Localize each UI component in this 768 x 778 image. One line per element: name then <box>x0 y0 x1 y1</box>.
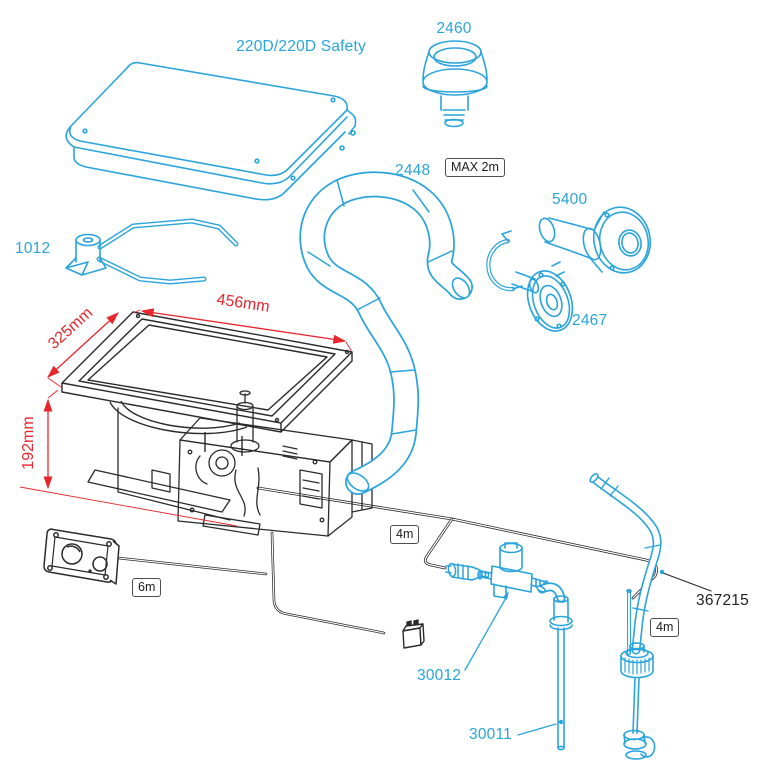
note-control-cable-length: 6m <box>132 578 162 598</box>
control-panel-drawing <box>43 528 120 585</box>
dimension-lines <box>19 308 353 527</box>
exhaust-flange-drawing <box>486 230 574 332</box>
fuse-holder-drawing <box>402 619 425 649</box>
fuel-filter-drawing <box>445 562 490 581</box>
through-hull-drawing <box>538 206 652 274</box>
pan-support-drawing <box>65 218 239 285</box>
leader-lines <box>464 569 712 736</box>
model-label: 220D/220D Safety <box>236 38 366 55</box>
part-label-fuel-pickup: 30011 <box>469 726 512 743</box>
part-label-solenoid-valve: 30012 <box>417 667 462 684</box>
exhaust-hose-drawing <box>299 171 473 495</box>
note-exhaust-max-length: MAX 2m <box>445 158 505 178</box>
part-label-exhaust-flange: 2467 <box>572 312 608 329</box>
part-label-fuel-hose-assembly: 367215 <box>696 592 749 609</box>
note-fuel-line-length: 4m <box>390 525 420 545</box>
fuel-line-drawing <box>256 486 659 600</box>
tank-connector-drawing <box>589 473 662 760</box>
part-label-burner-cap: 2460 <box>436 20 472 37</box>
part-label-pan-support: 1012 <box>15 240 51 257</box>
cooker-lid-drawing <box>65 61 357 201</box>
burner-unit-drawing <box>87 390 373 537</box>
burner-cap-drawing <box>422 40 488 128</box>
wiring-drawing <box>116 531 386 635</box>
part-label-through-hull: 5400 <box>552 191 588 208</box>
cooktop-drawing <box>61 311 353 456</box>
note-tank-hose-length: 4m <box>650 618 680 638</box>
part-label-exhaust-hose: 2448 <box>395 162 431 179</box>
fuel-pickup-drawing <box>536 582 573 751</box>
dimension-height: 192mm <box>20 416 37 470</box>
